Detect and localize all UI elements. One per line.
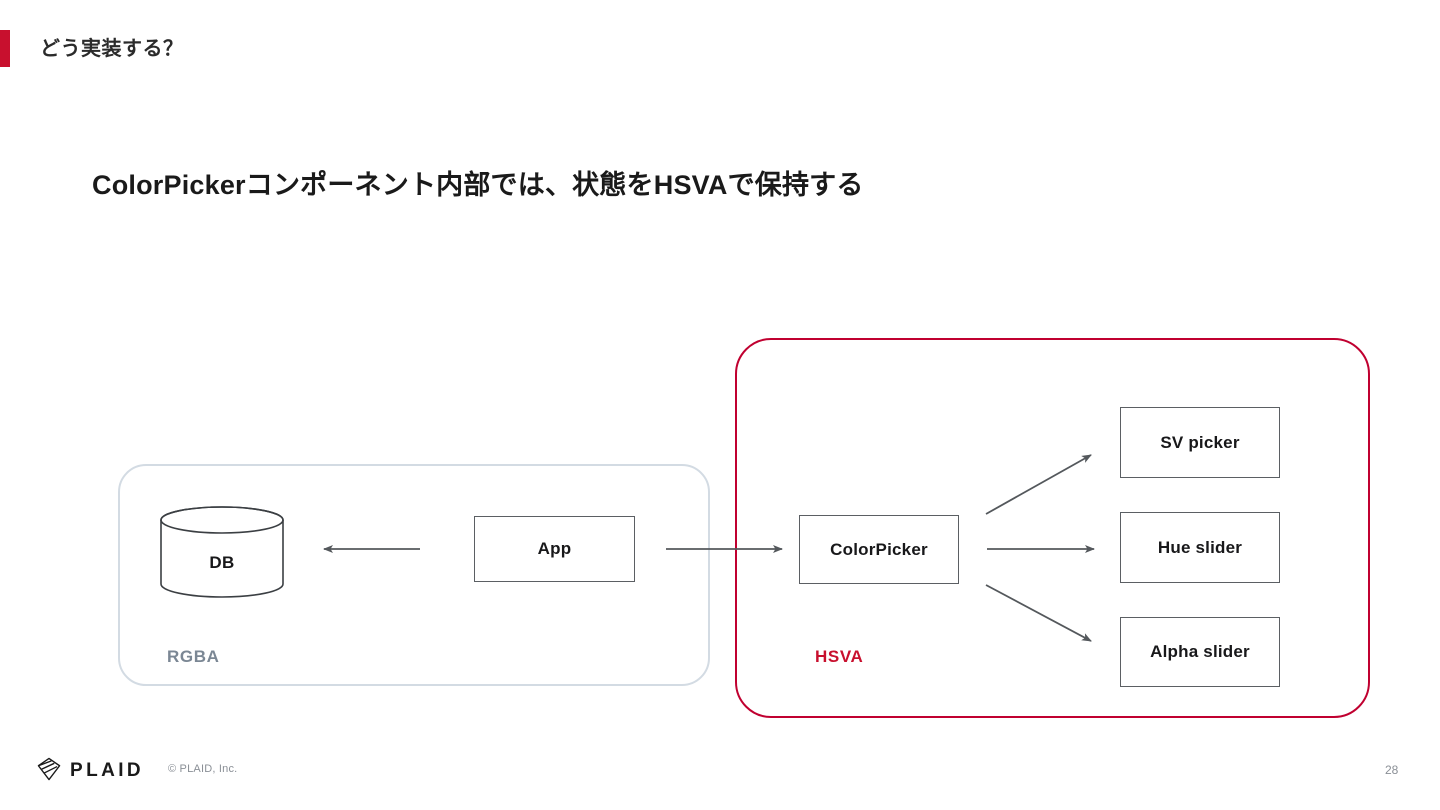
copyright-text: © PLAID, Inc. <box>168 763 238 775</box>
db-label: DB <box>209 553 235 572</box>
group-label-hsva: HSVA <box>815 647 864 666</box>
header-accent-bar <box>0 30 10 67</box>
main-heading: ColorPickerコンポーネント内部では、状態をHSVAで保持する <box>92 170 864 200</box>
plaid-logo-icon <box>37 757 61 781</box>
node-colorpicker: ColorPicker <box>799 515 959 584</box>
plaid-wordmark: PLAID <box>70 760 144 781</box>
node-sv-picker: SV picker <box>1120 407 1280 478</box>
page-number: 28 <box>1385 763 1399 777</box>
node-alpha-slider: Alpha slider <box>1120 617 1280 687</box>
group-label-rgba: RGBA <box>167 647 220 666</box>
group-rgba <box>118 464 710 686</box>
group-hsva <box>735 338 1370 718</box>
node-app: App <box>474 516 635 582</box>
node-hue-slider: Hue slider <box>1120 512 1280 583</box>
db-cylinder-icon <box>160 506 284 598</box>
page-title: どう実装する？ <box>40 38 184 60</box>
